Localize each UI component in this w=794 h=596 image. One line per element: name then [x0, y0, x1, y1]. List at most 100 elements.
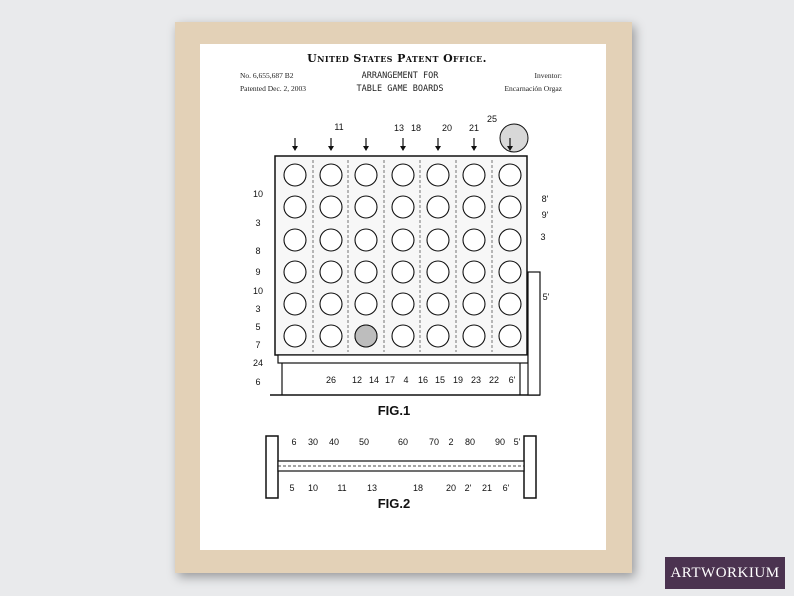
- fig1-left-label: 6: [255, 377, 260, 387]
- fig2-top-label: 70: [429, 437, 439, 447]
- fig1-right-label: 5': [543, 292, 550, 302]
- fig2-bottom-label: 2': [465, 483, 472, 493]
- fig1-left-label: 10: [253, 189, 263, 199]
- fig1-left-label: 24: [253, 358, 263, 368]
- fig1-right-label: 9': [542, 210, 549, 220]
- fig2-bottom-label: 11: [337, 483, 346, 493]
- fig1-bottom-label: 6': [509, 375, 516, 385]
- fig2-bottom-label: 20: [446, 483, 456, 493]
- board-hole: [319, 195, 343, 219]
- patent-title-line1: ARRANGEMENT FOR: [361, 71, 439, 81]
- artworkium-logo: ARTWORKIUM: [665, 557, 785, 589]
- drop-arrow-icon: [400, 138, 406, 151]
- fig2-bottom-label: 5: [289, 483, 294, 493]
- board-hole: [319, 163, 343, 187]
- board-hole: [426, 163, 450, 187]
- fig1-top-label: 18: [411, 123, 421, 133]
- drop-arrow-icon: [363, 138, 369, 151]
- fig2-caption: FIG.2: [378, 496, 411, 511]
- patent-number: No. 6,655,687 B2: [240, 71, 294, 80]
- board-hole: [354, 195, 378, 219]
- board-hole: [391, 228, 415, 252]
- drop-arrow-icon: [507, 138, 513, 151]
- fig1-top-label: 25: [487, 114, 497, 124]
- board-hole: [462, 324, 486, 348]
- board-hole: [354, 228, 378, 252]
- fig2-top-label: 40: [329, 437, 339, 447]
- drop-arrow-icon: [471, 138, 477, 151]
- fig1-caption: FIG.1: [378, 403, 411, 418]
- board-hole: [498, 324, 522, 348]
- fig2-top-label: 80: [465, 437, 475, 447]
- fig1-bottom-label: 12: [352, 375, 362, 385]
- board-hole: [391, 163, 415, 187]
- fig1-top-label: 20: [442, 123, 452, 133]
- drop-arrow-icon: [292, 138, 298, 151]
- fig1-left-label: 3: [255, 304, 260, 314]
- board-hole: [283, 163, 307, 187]
- board-hole: [498, 195, 522, 219]
- fig1-bottom-label: 23: [471, 375, 481, 385]
- fig1-bottom-label: 16: [418, 375, 428, 385]
- board-hole: [498, 292, 522, 316]
- board-hole: [283, 228, 307, 252]
- board-hole: [391, 195, 415, 219]
- fig1-top-label: 11: [334, 122, 343, 132]
- inventor-name: Encarnación Orgaz: [504, 84, 562, 93]
- fig2-top-label: 50: [359, 437, 369, 447]
- fig1-left-label: 9: [255, 267, 260, 277]
- drop-arrows: [292, 138, 513, 151]
- board-hole: [283, 195, 307, 219]
- board-hole: [426, 260, 450, 284]
- fig2-top-label: 2: [448, 437, 453, 447]
- fig2-bottom-label: 21: [482, 483, 492, 493]
- board-hole: [391, 292, 415, 316]
- board-hole: [462, 228, 486, 252]
- fig2-top-label: 30: [308, 437, 318, 447]
- fig1-bottom-label: 17: [385, 375, 395, 385]
- board-hole: [319, 292, 343, 316]
- board-hole: [462, 260, 486, 284]
- patent-date: Patented Dec. 2, 2003: [240, 84, 307, 93]
- board-hole: [426, 324, 450, 348]
- fig1-right-label: 3: [540, 232, 545, 242]
- board-hole: [498, 228, 522, 252]
- fig1-left-label: 7: [255, 340, 260, 350]
- drop-arrow-icon: [435, 138, 441, 151]
- board-hole: [498, 163, 522, 187]
- fig1-left-label: 10: [253, 286, 263, 296]
- fig2-section: [265, 435, 537, 499]
- inventor-label: Inventor:: [534, 71, 563, 80]
- board-hole: [462, 292, 486, 316]
- board-hole: [426, 228, 450, 252]
- board-hole: [354, 292, 378, 316]
- patent-office-heading: United States Patent Office.: [307, 52, 487, 65]
- fig2-top-label: 5': [514, 437, 521, 447]
- fig2-bottom-label: 18: [413, 483, 423, 493]
- fig1-game-board: [270, 123, 541, 396]
- fig2-top-label: 6: [291, 437, 296, 447]
- board-hole: [283, 324, 307, 348]
- board-hole: [319, 260, 343, 284]
- board-hole: [354, 260, 378, 284]
- fig1-bottom-label: 26: [326, 375, 336, 385]
- board-hole: [391, 260, 415, 284]
- patent-title-line2: TABLE GAME BOARDS: [356, 84, 444, 94]
- board-holes: [283, 160, 522, 352]
- board-hole: [283, 260, 307, 284]
- board-hole: [498, 260, 522, 284]
- board-hole: [354, 163, 378, 187]
- board-hole: [283, 292, 307, 316]
- fig2-bottom-label: 10: [308, 483, 318, 493]
- board-hole: [462, 163, 486, 187]
- fig1-bottom-label: 15: [435, 375, 445, 385]
- board-hole: [319, 324, 343, 348]
- fig1-left-label: 3: [255, 218, 260, 228]
- fig1-left-label: 5: [255, 322, 260, 332]
- drop-arrow-icon: [328, 138, 334, 151]
- fig1-top-label: 21: [469, 123, 479, 133]
- fig1-left-label: 8: [255, 246, 260, 256]
- fig1-bottom-label: 22: [489, 375, 499, 385]
- fig2-bottom-label: 13: [367, 483, 377, 493]
